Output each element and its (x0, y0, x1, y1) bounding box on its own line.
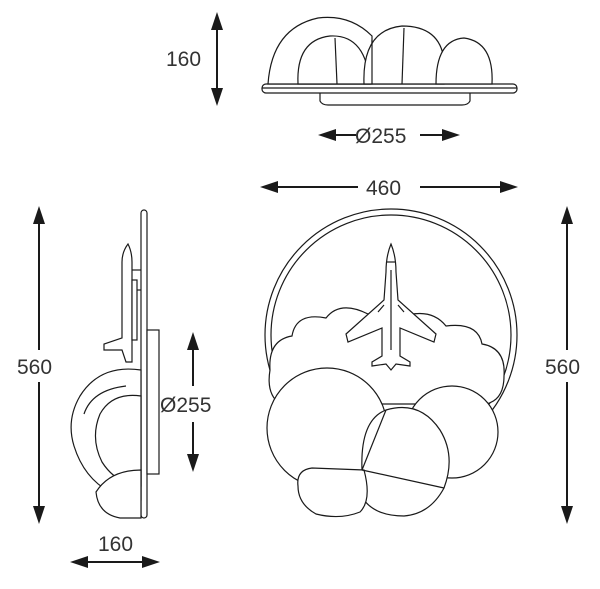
dimension-side-depth: 160 (70, 533, 160, 568)
front-cloud-center (361, 406, 450, 517)
dimension-front-height: 560 (545, 206, 580, 524)
side-airplane-icon (103, 242, 141, 363)
side-wall-plate (140, 209, 148, 519)
label-top-height: 160 (166, 48, 201, 71)
label-front-width: 460 (366, 177, 401, 200)
label-side-height: 560 (17, 356, 52, 379)
top-view-mount (319, 93, 471, 106)
top-view-dome-right (435, 37, 493, 85)
airplane-icon (345, 242, 437, 371)
dimension-front-width: 460 (260, 177, 518, 200)
label-side-depth: 160 (98, 533, 133, 556)
label-top-diameter: Ø255 (355, 125, 406, 148)
dimension-side-diameter: Ø255 (160, 332, 211, 472)
label-front-height: 560 (545, 356, 580, 379)
dimension-side-height: 560 (17, 206, 52, 524)
dimension-top-height: 160 (166, 12, 223, 106)
label-side-diameter: Ø255 (160, 394, 211, 417)
top-view (261, 16, 518, 106)
side-mount (146, 329, 160, 475)
dimension-top-diameter: Ø255 (318, 125, 460, 148)
front-cloud-bottom-left (297, 467, 368, 518)
side-view (70, 209, 160, 519)
side-globe-bottom (95, 469, 142, 519)
front-view (264, 208, 518, 518)
